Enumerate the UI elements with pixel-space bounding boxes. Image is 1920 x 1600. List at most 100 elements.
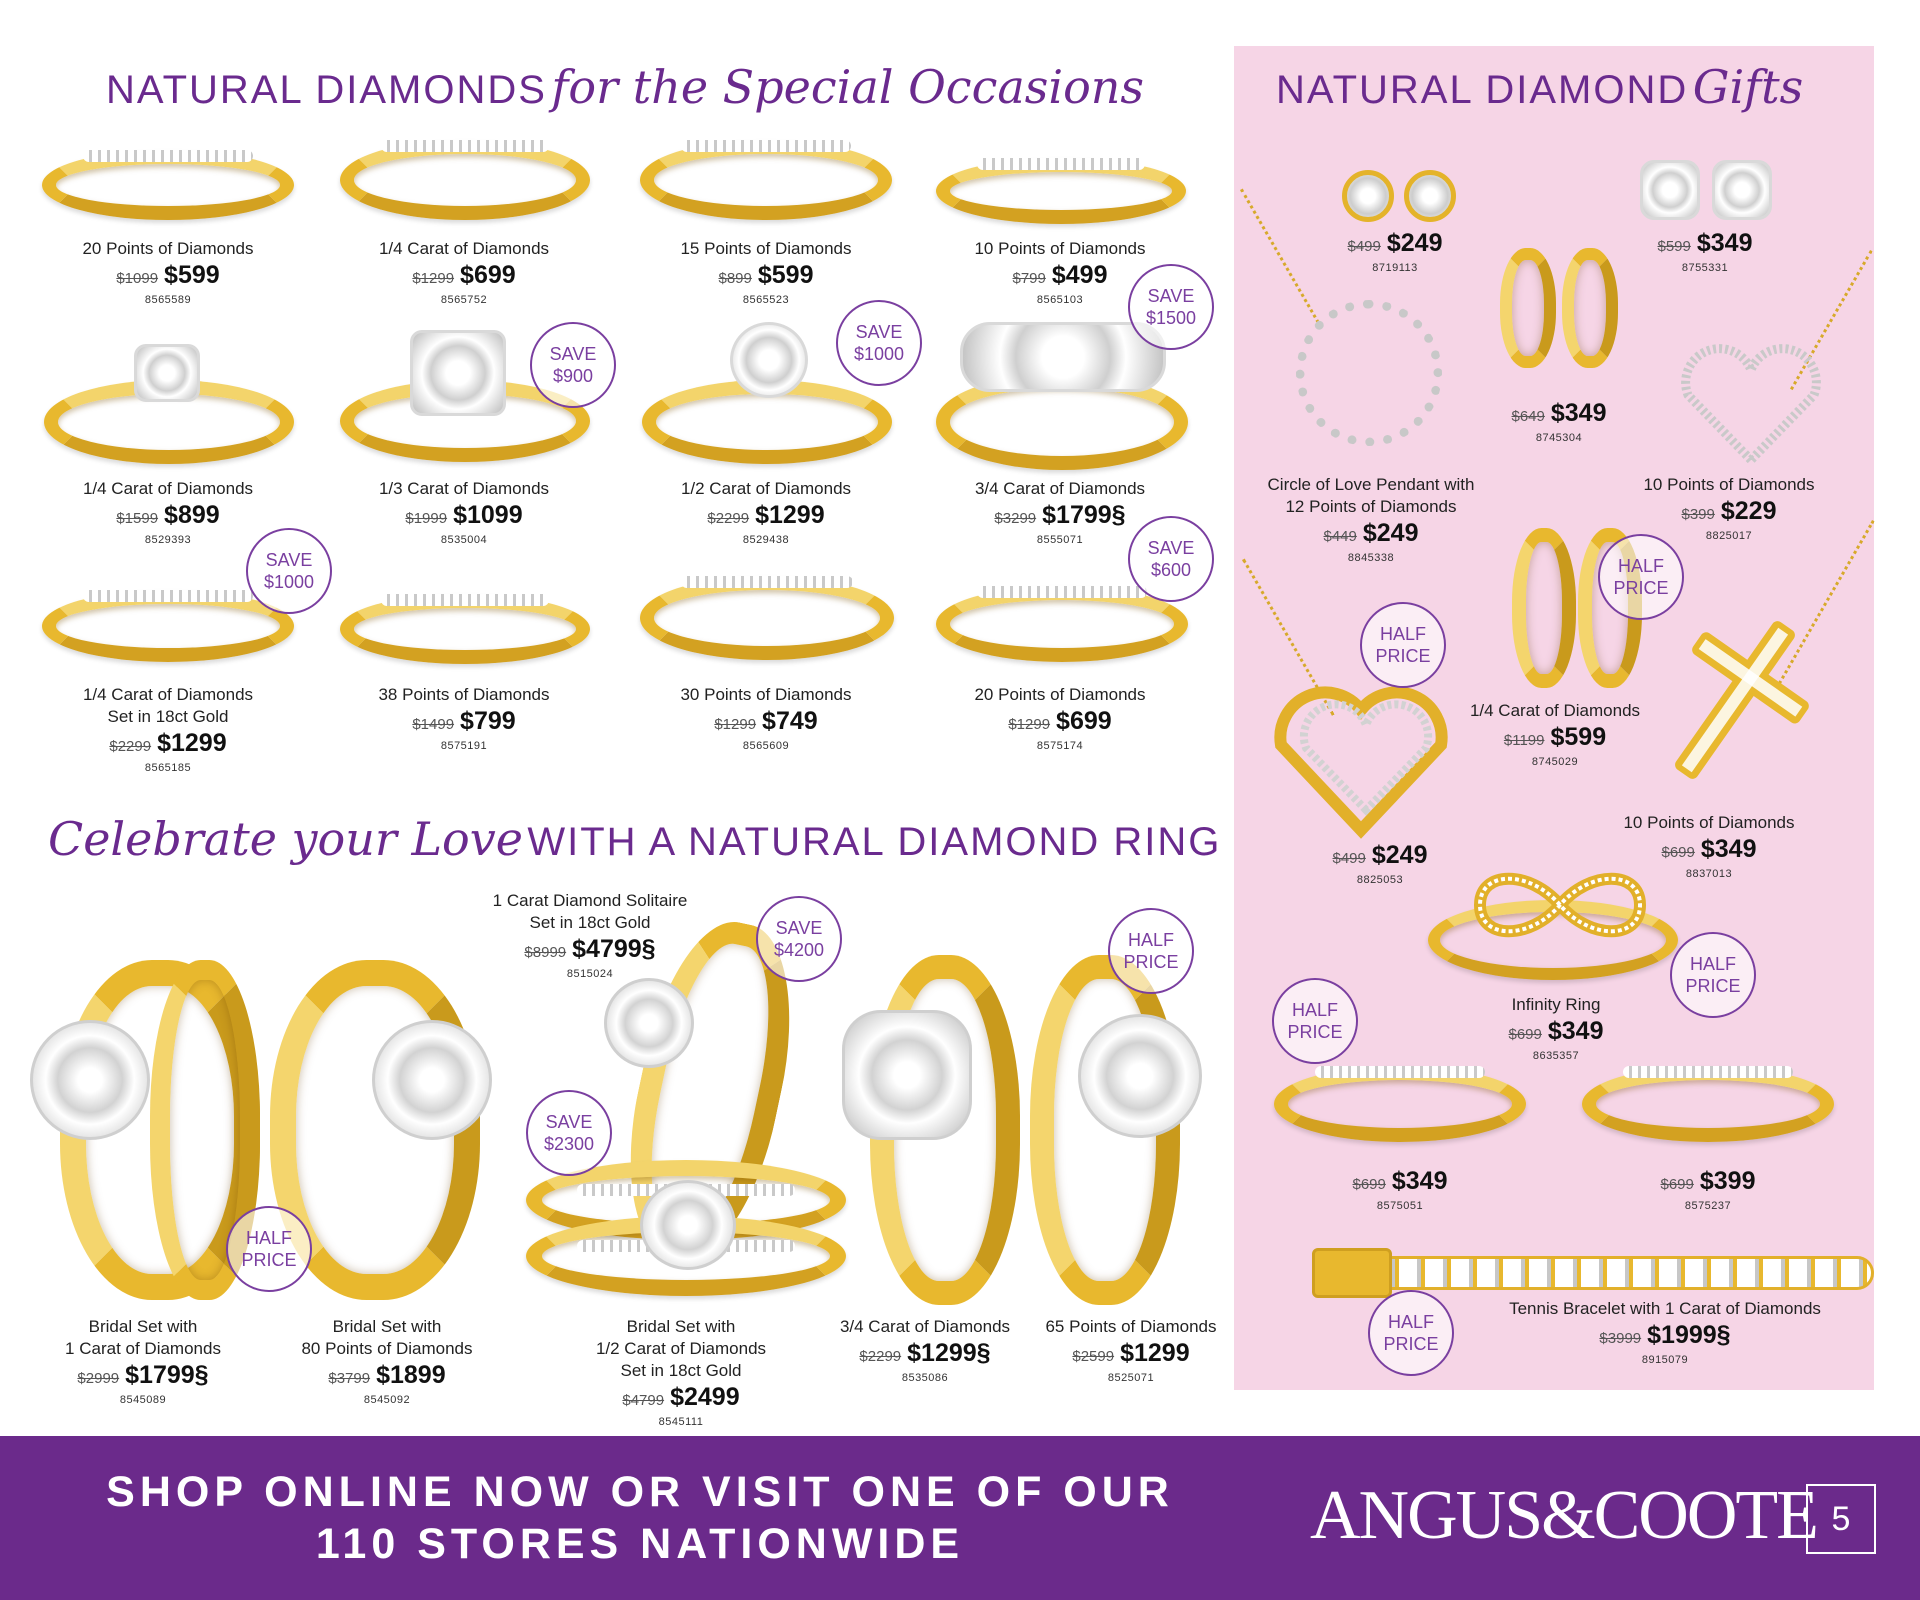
product-ring-half[interactable]: 1/2 Carat of Diamonds $2299$1299 8529438 — [616, 478, 916, 547]
product-bridal-half[interactable]: Bridal Set with 1/2 Carat of Diamonds Se… — [556, 1316, 806, 1429]
product-ring-10pt[interactable]: 10 Points of Diamonds $799$499 8565103 — [910, 238, 1210, 307]
ring-image[interactable] — [340, 140, 590, 220]
now-price: $749 — [762, 707, 818, 735]
product-code: 8565589 — [144, 294, 192, 306]
now-price: $1299§ — [907, 1339, 991, 1367]
now-price: $499 — [1051, 261, 1108, 289]
product-crossover-ring[interactable]: $699 $349 8575051 — [1300, 1166, 1500, 1213]
now-price: $899 — [164, 501, 220, 529]
now-price: $599 — [757, 261, 814, 289]
product-hoops-small[interactable]: $649$349 8745304 — [1464, 398, 1654, 445]
product-name-line2: Set in 18ct Gold — [107, 707, 229, 726]
ring-image[interactable] — [640, 576, 894, 660]
diamond-cluster-icon — [30, 1020, 150, 1140]
product-ring-quarter[interactable]: 1/4 Carat of Diamonds $1299$699 8565752 — [314, 238, 614, 307]
product-code: 8525071 — [1107, 1372, 1155, 1384]
product-code: 8755331 — [1681, 262, 1729, 274]
save-badge: SAVE$1000 — [246, 528, 332, 614]
now-price: $1099 — [453, 501, 523, 529]
product-ring-20pt[interactable]: 20 Points of Diamonds $1099$599 8565589 — [18, 238, 318, 307]
product-name: Bridal Set with — [332, 1317, 442, 1336]
product-code: 8915079 — [1641, 1354, 1689, 1366]
was-price: $3299 — [994, 510, 1037, 527]
product-code: 8529438 — [742, 534, 790, 546]
diamond-cluster-icon — [372, 1020, 492, 1140]
ring-image[interactable] — [936, 158, 1186, 224]
product-name: 1/4 Carat of Diamonds — [378, 239, 550, 258]
product-code: 8565103 — [1036, 294, 1084, 306]
product-code: 8745029 — [1531, 756, 1579, 768]
product-name: 20 Points of Diamonds — [974, 685, 1146, 704]
was-price: $2299 — [109, 738, 152, 755]
diamond-cluster-icon — [410, 330, 506, 416]
heart-pendant-icon — [1274, 686, 1448, 839]
product-studs-round[interactable]: $499$249 8719113 — [1300, 228, 1490, 275]
solitaire-diamond-icon — [604, 978, 694, 1068]
product-code: 8529393 — [144, 534, 192, 546]
diamond-cluster-icon — [1078, 1014, 1202, 1138]
stud-earring-icon — [1404, 170, 1456, 222]
product-ring-18ct[interactable]: 1/4 Carat of Diamonds Set in 18ct Gold $… — [18, 684, 318, 775]
product-circle-pendant[interactable]: Circle of Love Pendant with 12 Points of… — [1236, 474, 1506, 565]
was-price: $899 — [718, 270, 752, 287]
now-price: $1899 — [376, 1361, 446, 1389]
product-solitaire[interactable]: 1 Carat Diamond Solitaire Set in 18ct Go… — [440, 890, 740, 981]
ring-image[interactable] — [936, 586, 1188, 662]
product-code: 8575237 — [1684, 1200, 1732, 1212]
product-code: 8565185 — [144, 762, 192, 774]
product-code: 8535086 — [901, 1372, 949, 1384]
tennis-bracelet-image[interactable] — [1314, 1256, 1874, 1290]
gifts-caps: NATURAL DIAMOND — [1276, 68, 1689, 112]
product-wishbone-ring[interactable]: $699$399 8575237 — [1608, 1166, 1808, 1213]
product-code: 8545092 — [363, 1394, 411, 1406]
product-cross-pendant[interactable]: 10 Points of Diamonds $699$349 8837013 — [1594, 812, 1824, 881]
footer-banner — [0, 1436, 1920, 1600]
product-ring-38pt[interactable]: 38 Points of Diamonds $1499$799 8575191 — [314, 684, 614, 753]
crossover-ring-image[interactable] — [1274, 1066, 1526, 1142]
was-price: $499 — [1347, 238, 1381, 255]
product-tennis-bracelet[interactable]: Tennis Bracelet with 1 Carat of Diamonds… — [1470, 1298, 1860, 1367]
product-ring-20pt-crossover[interactable]: 20 Points of Diamonds $1299$699 8575174 — [910, 684, 1210, 753]
product-heart-outline-pendant[interactable]: 10 Points of Diamonds $399$229 8825017 — [1614, 474, 1844, 543]
product-code: 8555071 — [1036, 534, 1084, 546]
ring-image[interactable] — [42, 590, 294, 662]
save-badge: SAVE$2300 — [526, 1090, 612, 1176]
stud-earring-icon — [1712, 160, 1772, 220]
product-studs-square[interactable]: $599$349 8755331 — [1610, 228, 1800, 275]
product-heart-pendant[interactable]: $499$249 8825053 — [1280, 840, 1480, 887]
now-price: $349 — [1550, 399, 1607, 427]
now-price: $249 — [1386, 229, 1443, 257]
product-infinity-ring[interactable]: Infinity Ring $699$349 8635357 — [1456, 994, 1656, 1063]
product-ring-third[interactable]: 1/3 Carat of Diamonds $1999$1099 8535004 — [314, 478, 614, 547]
was-price: $599 — [1657, 238, 1691, 255]
now-price: $349 — [1391, 1167, 1448, 1195]
product-name: 10 Points of Diamonds — [974, 239, 1146, 258]
product-bridal-1ct[interactable]: Bridal Set with 1 Carat of Diamonds $299… — [18, 1316, 268, 1407]
was-price: $699 — [1352, 1176, 1386, 1193]
product-code: 8545089 — [119, 1394, 167, 1406]
product-name: Circle of Love Pendant with — [1267, 475, 1475, 494]
was-price: $2599 — [1072, 1348, 1115, 1365]
product-name-line2: 80 Points of Diamonds — [301, 1339, 473, 1358]
product-ring-three-quarter[interactable]: 3/4 Carat of Diamonds $3299$1799§ 855507… — [910, 478, 1210, 547]
product-hoops-large[interactable]: 1/4 Carat of Diamonds $1199$599 8745029 — [1440, 700, 1670, 769]
ring-image[interactable] — [42, 150, 294, 220]
ring-image[interactable] — [340, 594, 590, 664]
product-halo-65pt[interactable]: 65 Points of Diamonds $2599$1299 8525071 — [1006, 1316, 1256, 1385]
product-halo-three-quarter[interactable]: 3/4 Carat of Diamonds $2299$1299§ 853508… — [800, 1316, 1050, 1385]
ring-image[interactable] — [640, 140, 892, 220]
product-ring-15pt[interactable]: 15 Points of Diamonds $899$599 8565523 — [616, 238, 916, 307]
brand-logo[interactable]: ANGUS&COOTE — [1310, 1477, 1819, 1554]
product-ring-cluster-quarter[interactable]: 1/4 Carat of Diamonds $1599$899 8529393 — [18, 478, 318, 547]
product-code: 8575051 — [1376, 1200, 1424, 1212]
product-bridal-80pt[interactable]: Bridal Set with 80 Points of Diamonds $3… — [262, 1316, 512, 1407]
wishbone-ring-image[interactable] — [1582, 1066, 1834, 1142]
product-name-line2: 12 Points of Diamonds — [1285, 497, 1457, 516]
bracelet-clasp-icon — [1312, 1248, 1392, 1298]
was-price: $399 — [1681, 506, 1715, 523]
footer-cta[interactable]: SHOP ONLINE NOW OR VISIT ONE OF OUR 110 … — [100, 1466, 1180, 1570]
product-ring-30pt[interactable]: 30 Points of Diamonds $1299$749 8565609 — [616, 684, 916, 753]
